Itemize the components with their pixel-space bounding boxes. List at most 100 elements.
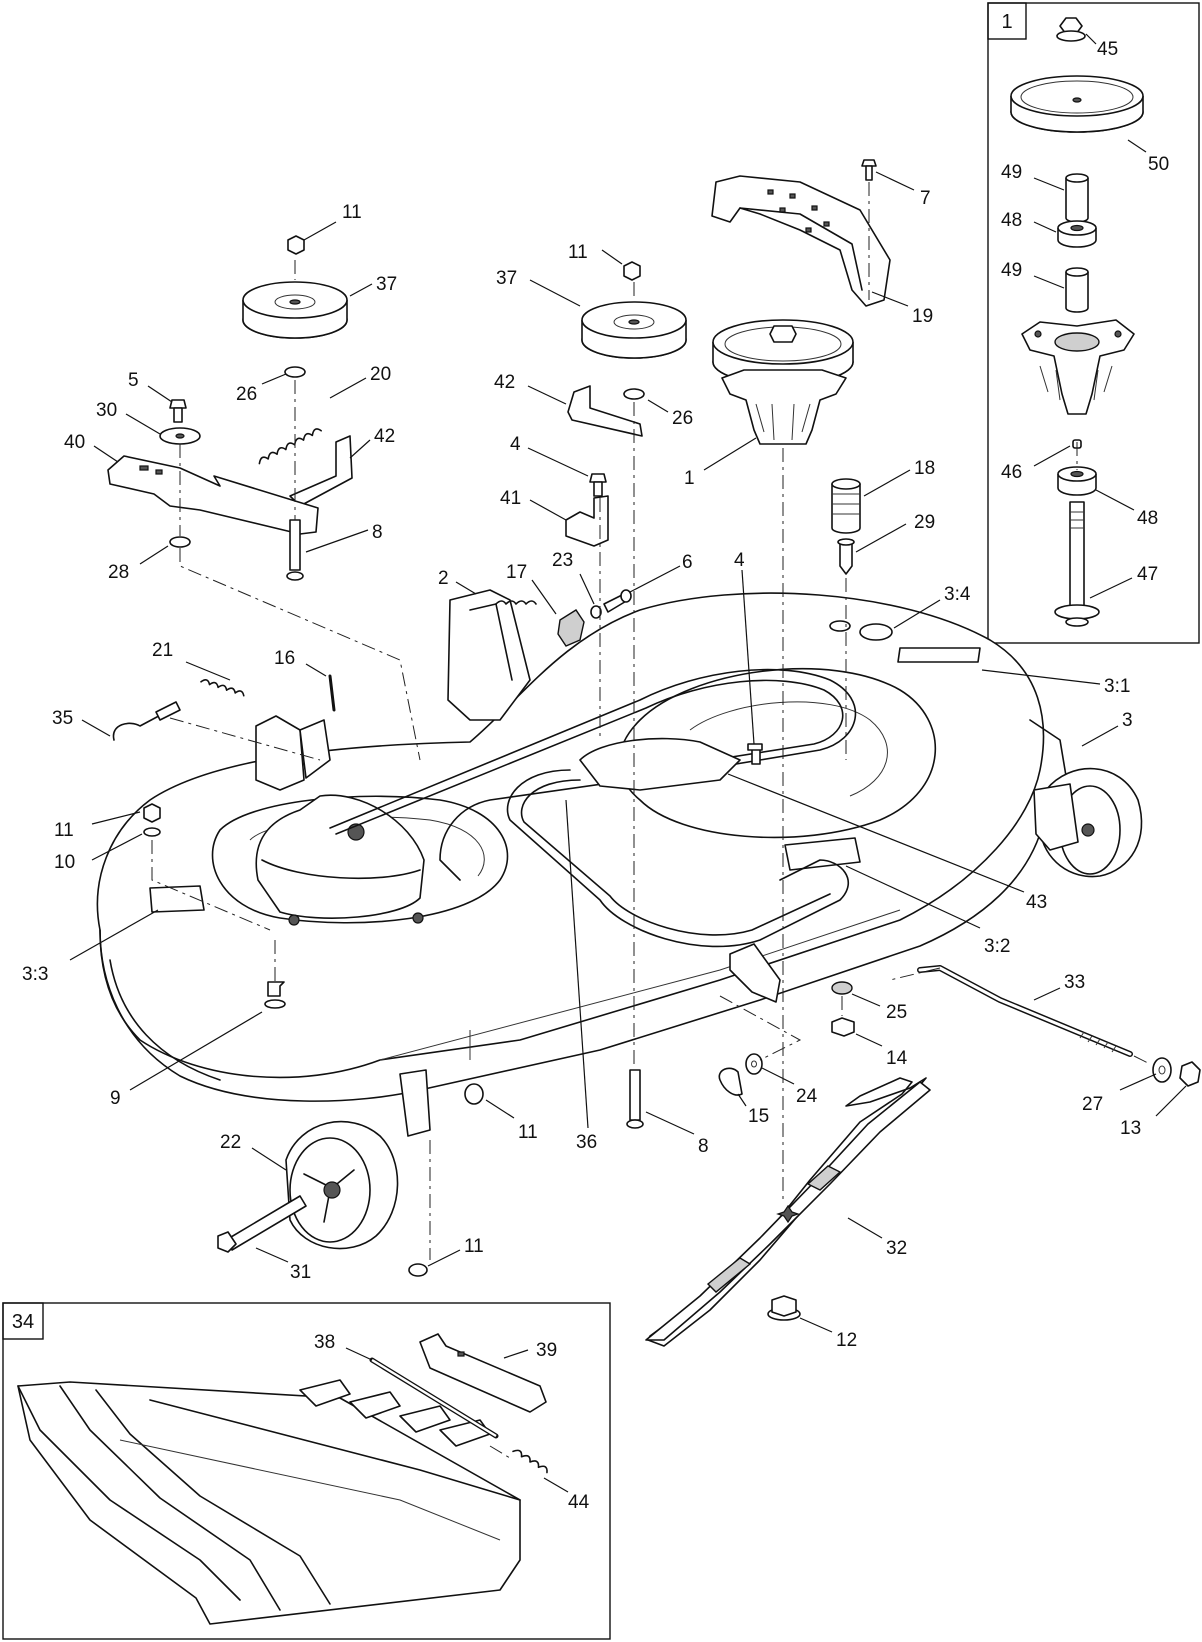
callout-1: 1 [684, 468, 695, 489]
callout-10: 10 [54, 852, 75, 873]
callout-16: 16 [274, 648, 295, 669]
callout-42-center: 42 [494, 372, 515, 393]
part-17-adjuster [557, 609, 585, 647]
callout-11-idler-center: 11 [568, 242, 588, 263]
part-45-nut [1056, 17, 1086, 42]
callout-43: 43 [1026, 892, 1047, 913]
part-36-belt [329, 668, 857, 881]
callout-6: 6 [682, 552, 693, 573]
part-19-belt-cover [711, 175, 891, 307]
decal-3-3 [149, 885, 205, 913]
part-50-pulley [1010, 75, 1144, 133]
callout-21: 21 [152, 640, 173, 661]
part-26-washer-center [623, 388, 645, 400]
decal-3-4 [859, 623, 893, 641]
part-10-washer [143, 827, 161, 837]
height-bracket-rear [200, 674, 336, 791]
callout-27: 27 [1082, 1094, 1103, 1115]
callout-13: 13 [1120, 1118, 1141, 1139]
box-label-deflector: 34 [12, 1311, 34, 1333]
callout-17: 17 [506, 562, 527, 583]
part-30-washer [159, 427, 201, 445]
callout-41: 41 [500, 488, 521, 509]
part-22-front-wheel [285, 1069, 431, 1250]
part-25-lockwasher [831, 981, 853, 995]
part-11-nut-idler-left [287, 235, 305, 255]
part-37-idler-pulley-center [581, 301, 687, 359]
callout-7: 7 [920, 188, 931, 209]
callout-37-left: 37 [376, 274, 397, 295]
part-42-bracket-left [289, 435, 353, 507]
callout-20: 20 [370, 364, 391, 385]
callout-9: 9 [110, 1088, 121, 1109]
part-27-washer [1152, 1057, 1172, 1083]
part-47-spindle-shaft [1054, 501, 1100, 627]
callout-23: 23 [552, 550, 573, 571]
callout-8-center: 8 [698, 1136, 709, 1157]
assembly-lines [151, 182, 1151, 1260]
part-32-blade [645, 1077, 931, 1347]
callout-3-4: 3:4 [944, 584, 971, 605]
callout-25: 25 [886, 1002, 907, 1023]
part-34-discharge-chute [17, 1379, 521, 1625]
part-42-bracket-center [567, 385, 643, 437]
part-8-bolt-center [626, 1069, 644, 1129]
part-7-screw [861, 159, 877, 181]
callout-3-2: 3:2 [984, 936, 1010, 957]
part-39-bracket [419, 1333, 547, 1413]
callout-49-lower: 49 [1001, 260, 1022, 281]
callout-44: 44 [568, 1492, 590, 1513]
part-48-bearing-upper [1057, 220, 1097, 248]
part-11-nut-wheel [464, 1083, 484, 1105]
part-6-bolt [603, 589, 632, 613]
part-3-mower-deck [96, 589, 1201, 1277]
callout-42-left: 42 [374, 426, 395, 447]
callout-45: 45 [1097, 39, 1118, 60]
spindle-detail-box: 1 [987, 2, 1200, 644]
callout-11-left: 11 [54, 820, 74, 841]
callout-12: 12 [836, 1330, 857, 1351]
callout-50: 50 [1148, 154, 1169, 175]
part-11-nut-bottom [408, 1263, 428, 1277]
part-13-nut [1179, 1061, 1201, 1087]
part-40-idler-arm [107, 455, 319, 535]
part-15-clip [718, 1067, 743, 1096]
front-center-bracket [729, 943, 781, 1003]
callout-29: 29 [914, 512, 935, 533]
part-4-bolt-deck [747, 743, 763, 765]
callout-3-3: 3:3 [22, 964, 48, 985]
callout-30: 30 [96, 400, 117, 421]
part-31-bolt [217, 1195, 307, 1253]
part-26-washer-left [284, 366, 306, 378]
part-37-idler-pulley-left [242, 281, 348, 339]
part-14-nut [831, 1017, 855, 1037]
part-20-spring [258, 428, 322, 465]
decal-3-1 [897, 647, 981, 663]
callout-39: 39 [536, 1340, 557, 1361]
callout-37-center: 37 [496, 268, 517, 289]
callout-4-upper: 4 [510, 434, 521, 455]
part-38-hinge-rod [369, 1357, 499, 1439]
callout-19: 19 [912, 306, 933, 327]
part-44-torsion-spring [489, 1445, 548, 1474]
box-label-spindle: 1 [1001, 11, 1012, 33]
decal-3-2 [784, 837, 861, 871]
callout-33: 33 [1064, 972, 1085, 993]
callout-5: 5 [128, 370, 139, 391]
callout-32: 32 [886, 1238, 907, 1259]
callout-35: 35 [52, 708, 73, 729]
part-28-washer [169, 536, 191, 548]
part-29-fitting [837, 538, 855, 575]
callout-47: 47 [1137, 564, 1158, 585]
part-48-bearing-lower [1057, 466, 1097, 496]
part-8-bolt-left [286, 519, 304, 581]
part-35-hairpin [112, 701, 181, 741]
callout-40: 40 [64, 432, 85, 453]
part-9-pin [264, 981, 286, 1009]
part-43-idler-bracket [506, 737, 849, 948]
callout-3: 3 [1122, 710, 1133, 731]
callout-26-left: 26 [236, 384, 257, 405]
callouts-main: 7 19 1 18 29 3:4 3:1 3 11 37 5 30 40 26 … [22, 171, 1187, 1351]
callout-46: 46 [1001, 462, 1022, 483]
